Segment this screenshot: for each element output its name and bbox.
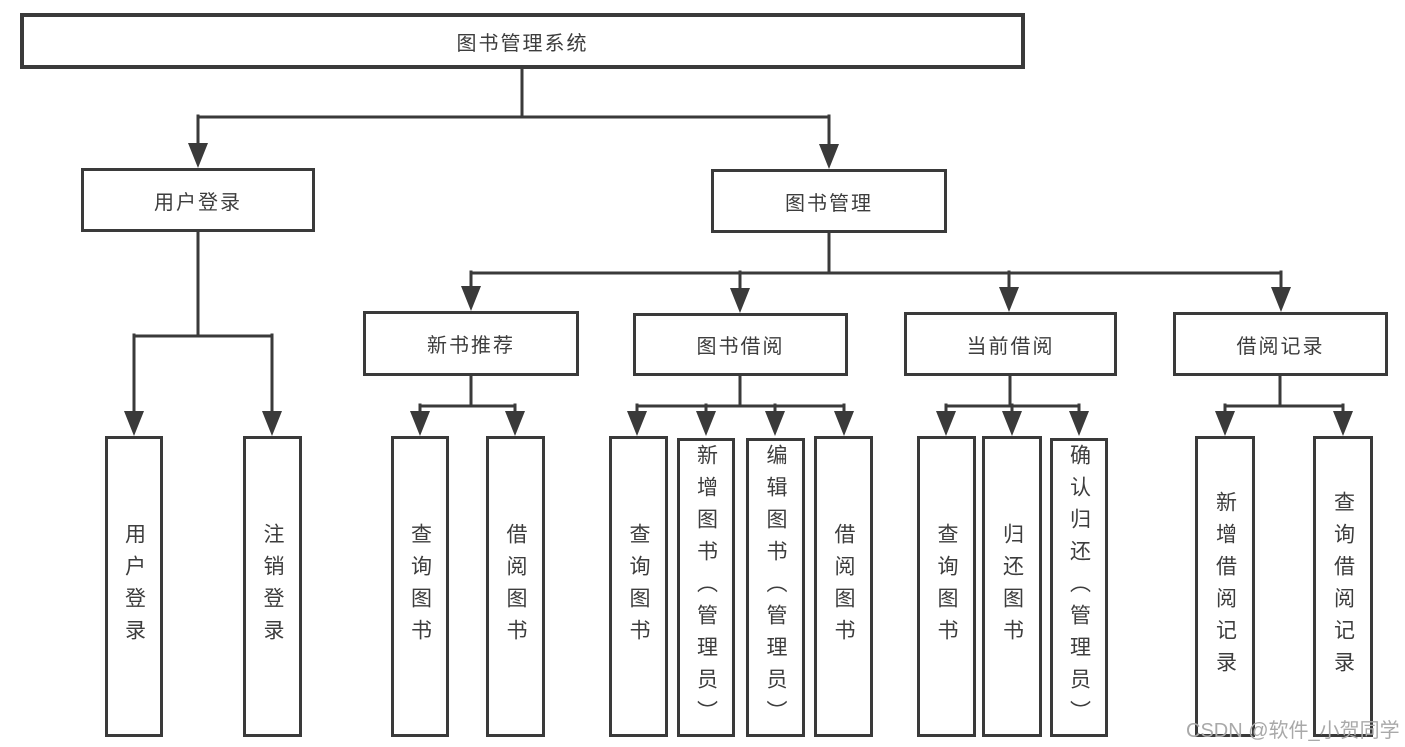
arrowhead-down xyxy=(627,411,647,436)
arrowhead-down xyxy=(765,411,785,436)
node-label: 当前借阅 xyxy=(966,335,1055,358)
node-book-management: 图书管理 xyxy=(711,169,947,233)
node-label: 图书借阅 xyxy=(696,336,785,358)
node-label: 确认归还（管理员） xyxy=(1067,443,1091,732)
connector-book-borrowing-children xyxy=(627,374,854,436)
leaf-edit-book-admin: 编辑图书（管理员） xyxy=(746,438,805,737)
leaf-query-books-recommend: 查询图书 xyxy=(391,436,449,737)
arrowhead-down xyxy=(262,411,282,436)
arrowhead-down xyxy=(410,411,430,436)
arrowhead-down xyxy=(834,411,854,436)
arrowhead-down xyxy=(696,411,716,436)
node-label: 新增图书（管理员） xyxy=(694,443,718,732)
arrowhead-down xyxy=(999,287,1019,312)
node-label: 注销登录 xyxy=(261,522,284,651)
leaf-confirm-return-admin: 确认归还（管理员） xyxy=(1050,438,1108,737)
node-current-borrowing: 当前借阅 xyxy=(904,312,1117,376)
node-label: 新增借阅记录 xyxy=(1213,490,1237,683)
leaf-add-book-admin: 新增图书（管理员） xyxy=(677,438,735,737)
arrowhead-down xyxy=(1002,411,1022,436)
arrowhead-down xyxy=(730,288,750,313)
node-label: 借阅记录 xyxy=(1236,335,1325,358)
arrowhead-down xyxy=(124,411,144,436)
connector-new-book-recommend-children xyxy=(410,374,525,436)
leaf-return-books: 归还图书 xyxy=(982,436,1042,737)
arrowhead-down xyxy=(505,411,525,436)
node-label: 归还图书 xyxy=(1000,522,1024,651)
leaf-query-books-current: 查询图书 xyxy=(917,436,976,737)
connector-root-to-level2 xyxy=(188,66,839,169)
connector-borrow-records-children xyxy=(1215,375,1353,436)
node-user-login: 用户登录 xyxy=(81,168,315,232)
node-root-library-system: 图书管理系统 xyxy=(20,13,1025,69)
node-label: 新书推荐 xyxy=(427,335,515,357)
node-borrow-records: 借阅记录 xyxy=(1173,312,1388,376)
node-label: 查询图书 xyxy=(408,522,432,651)
leaf-user-login: 用户登录 xyxy=(105,436,163,737)
connector-book-management-children xyxy=(461,231,1291,313)
node-label: 编辑图书（管理员） xyxy=(764,443,787,732)
leaf-borrow-books: 借阅图书 xyxy=(814,436,873,737)
arrowhead-down xyxy=(819,144,839,169)
leaf-add-borrow-record: 新增借阅记录 xyxy=(1195,436,1255,737)
node-label: 查询图书 xyxy=(935,522,958,651)
node-label: 用户登录 xyxy=(122,522,146,651)
node-label: 图书管理系统 xyxy=(456,32,589,55)
node-label: 用户登录 xyxy=(154,191,242,214)
csdn-watermark: CSDN @软件_小贺同学 xyxy=(1186,720,1400,742)
arrowhead-down xyxy=(1069,411,1089,436)
node-label: 借阅图书 xyxy=(504,522,527,651)
node-label: 查询借阅记录 xyxy=(1331,490,1355,683)
arrowhead-down xyxy=(1271,287,1291,312)
node-label: 查询图书 xyxy=(627,522,650,651)
arrowhead-down xyxy=(461,286,481,311)
node-label: 借阅图书 xyxy=(832,522,855,651)
arrowhead-down xyxy=(188,143,208,168)
connector-current-borrowing-children xyxy=(936,375,1089,436)
node-new-book-recommend: 新书推荐 xyxy=(363,311,579,376)
node-label: 图书管理 xyxy=(785,192,873,215)
leaf-query-books-borrowing: 查询图书 xyxy=(609,436,668,737)
arrowhead-down xyxy=(1333,411,1353,436)
leaf-borrow-books-recommend: 借阅图书 xyxy=(486,436,545,737)
arrowhead-down xyxy=(936,411,956,436)
arrowhead-down xyxy=(1215,411,1235,436)
connector-user-login-children xyxy=(124,230,282,436)
leaf-query-borrow-record: 查询借阅记录 xyxy=(1313,436,1373,737)
leaf-logout: 注销登录 xyxy=(243,436,302,737)
node-book-borrowing: 图书借阅 xyxy=(633,313,848,376)
